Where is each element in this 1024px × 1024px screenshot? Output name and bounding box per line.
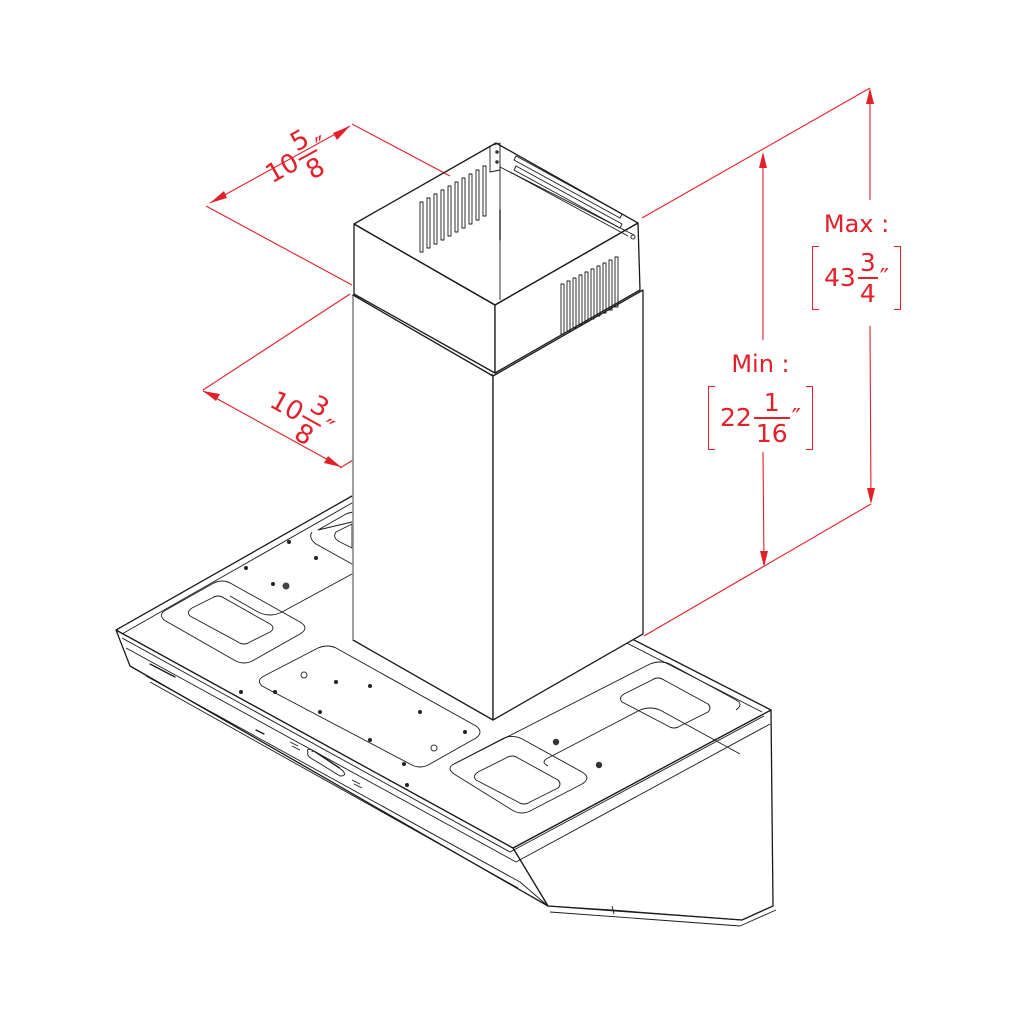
dimension-numerator: 1 — [763, 388, 780, 417]
dimension-whole: 43 — [824, 263, 856, 293]
min-caption: Min : — [731, 350, 790, 378]
max-caption: Max : — [823, 210, 890, 238]
inch-mark: ″ — [879, 263, 890, 293]
dimension-lines — [202, 88, 875, 567]
lower-chimney-cover — [352, 289, 644, 721]
center-access-plate — [259, 645, 481, 768]
dimension-denominator: 16 — [755, 418, 788, 448]
dimension-whole: 22 — [720, 403, 752, 433]
baffle-filter-left-front — [161, 580, 306, 664]
vent-slots-upper — [419, 165, 487, 253]
inch-mark: ″ — [791, 403, 801, 433]
vent-slots-lower — [560, 256, 619, 335]
baffle-filter-right-front — [473, 677, 711, 805]
control-panel — [289, 741, 363, 789]
screw-holes — [239, 540, 603, 787]
upper-chimney-cover — [353, 142, 641, 374]
baffle-filter-right-rear — [449, 661, 741, 814]
dimension-numerator: 3 — [859, 248, 876, 277]
dimension-denominator: 4 — [859, 278, 876, 308]
